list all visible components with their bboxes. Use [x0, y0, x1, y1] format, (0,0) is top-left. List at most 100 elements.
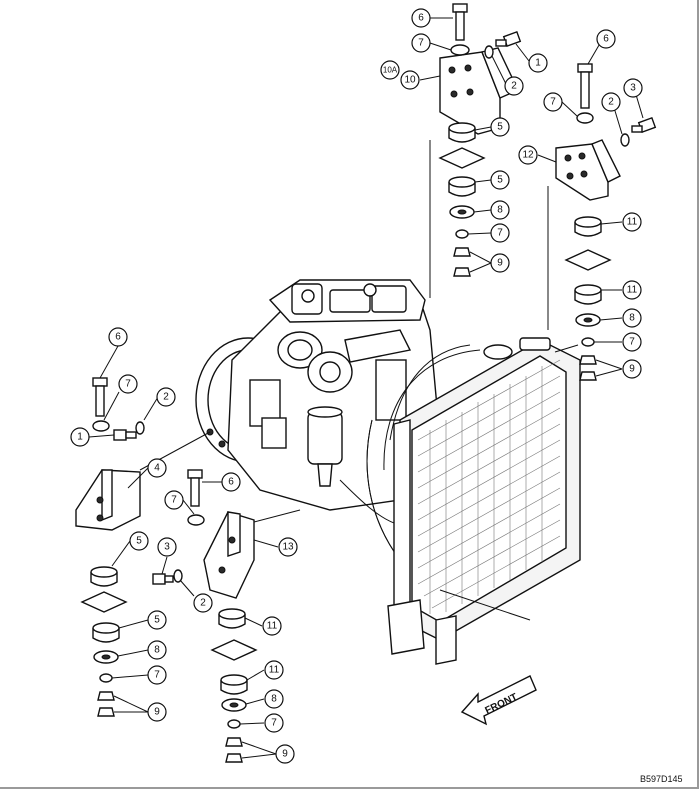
callout-6-right: 6: [596, 29, 616, 49]
callout-number: 8: [629, 313, 635, 324]
callout-7-mid: 7: [164, 490, 184, 510]
callout-7-c: 7: [147, 665, 167, 685]
callout-circle: [118, 374, 138, 394]
callout-4: 4: [147, 458, 167, 478]
callout-circle: [275, 744, 295, 764]
callout-circle: [147, 665, 167, 685]
callout-number: 11: [627, 217, 638, 228]
callout-number: 10: [404, 75, 416, 86]
callout-number: 7: [550, 97, 556, 108]
washer-2-left: [135, 421, 145, 435]
stack-right: [564, 216, 612, 381]
radiator: [383, 337, 581, 665]
callout-circle: [164, 490, 184, 510]
bolt-6-top: [452, 3, 468, 41]
callout-circle: [528, 53, 548, 73]
callout-number: 7: [271, 718, 277, 729]
callout-11-c: 11: [262, 616, 282, 636]
callout-8-a: 8: [490, 200, 510, 220]
callout-circle: [490, 223, 510, 243]
bracket-12: [555, 139, 621, 201]
callout-6-mid: 6: [221, 472, 241, 492]
callout-circle: [278, 537, 298, 557]
callout-7-right: 7: [543, 92, 563, 112]
bolt-6-left: [92, 377, 108, 417]
engine-block: [195, 279, 441, 591]
callout-5-b: 5: [490, 170, 510, 190]
callout-number: 11: [269, 665, 280, 676]
callout-circle: [221, 472, 241, 492]
stack-top-center: [438, 122, 486, 277]
callout-number: 6: [418, 13, 424, 24]
callout-circle: [129, 531, 149, 551]
callout-circle: [623, 78, 643, 98]
callout-number: 2: [608, 97, 614, 108]
callout-10: 10: [400, 70, 420, 90]
callout-2-left: 2: [156, 387, 176, 407]
callout-number: 5: [154, 615, 160, 626]
callout-circle: [622, 332, 642, 352]
callout-5-d: 5: [147, 610, 167, 630]
callout-7-b: 7: [622, 332, 642, 352]
stack-left: [80, 566, 128, 717]
callout-circle: [262, 616, 282, 636]
callout-number: 9: [497, 258, 503, 269]
callout-circle: [596, 29, 616, 49]
callout-circle: [147, 458, 167, 478]
callout-1-left: 1: [70, 427, 90, 447]
callout-7-a: 7: [490, 223, 510, 243]
callout-9-d: 9: [275, 744, 295, 764]
bolt-1-top: [495, 31, 522, 47]
callout-number: 11: [267, 621, 278, 632]
callout-circle: [622, 308, 642, 328]
callout-10a: 10A: [380, 60, 400, 80]
callout-circle: [622, 359, 642, 379]
callout-circle: [543, 92, 563, 112]
callout-circle: [490, 200, 510, 220]
callout-12: 12: [518, 145, 538, 165]
callout-number: 3: [630, 83, 636, 94]
washer-2-right: [620, 133, 630, 147]
callout-7-top: 7: [411, 33, 431, 53]
callout-circle: [411, 33, 431, 53]
callout-circle: [490, 170, 510, 190]
callout-number: 12: [522, 150, 534, 161]
callout-number: 1: [77, 432, 83, 443]
callout-circle: [147, 640, 167, 660]
callout-number: 7: [125, 379, 131, 390]
callout-circle: [264, 689, 284, 709]
callout-circle: [400, 70, 420, 90]
callout-number: 1: [535, 58, 541, 69]
reference-code: B597D145: [640, 774, 683, 784]
callout-6-left: 6: [108, 327, 128, 347]
callout-9-c: 9: [147, 702, 167, 722]
callout-circle: [108, 327, 128, 347]
callout-number: 2: [163, 392, 169, 403]
callout-circle: [411, 8, 431, 28]
callout-number: 2: [200, 598, 206, 609]
callout-8-c: 8: [147, 640, 167, 660]
callout-circle: [518, 145, 538, 165]
washer-2-mid: [173, 569, 183, 583]
callout-circle: [193, 593, 213, 613]
callout-5-c: 5: [129, 531, 149, 551]
washer-7-mid: [187, 514, 205, 526]
callout-number: 9: [629, 364, 635, 375]
callout-circle: [264, 660, 284, 680]
callout-number: 8: [497, 205, 503, 216]
bracket-13: [203, 511, 255, 599]
callout-7-left: 7: [118, 374, 138, 394]
callout-1-top: 1: [528, 53, 548, 73]
washer-7-right: [576, 112, 594, 124]
callout-number: 7: [497, 228, 503, 239]
callout-number: 6: [228, 477, 234, 488]
bolt-3-right: [631, 117, 657, 133]
callout-circle: [622, 212, 642, 232]
alignment-lines: [139, 140, 549, 523]
callout-13: 13: [278, 537, 298, 557]
callout-2-top: 2: [504, 76, 524, 96]
callout-circle: [156, 387, 176, 407]
callout-number: 9: [282, 749, 288, 760]
callout-3-right: 3: [623, 78, 643, 98]
